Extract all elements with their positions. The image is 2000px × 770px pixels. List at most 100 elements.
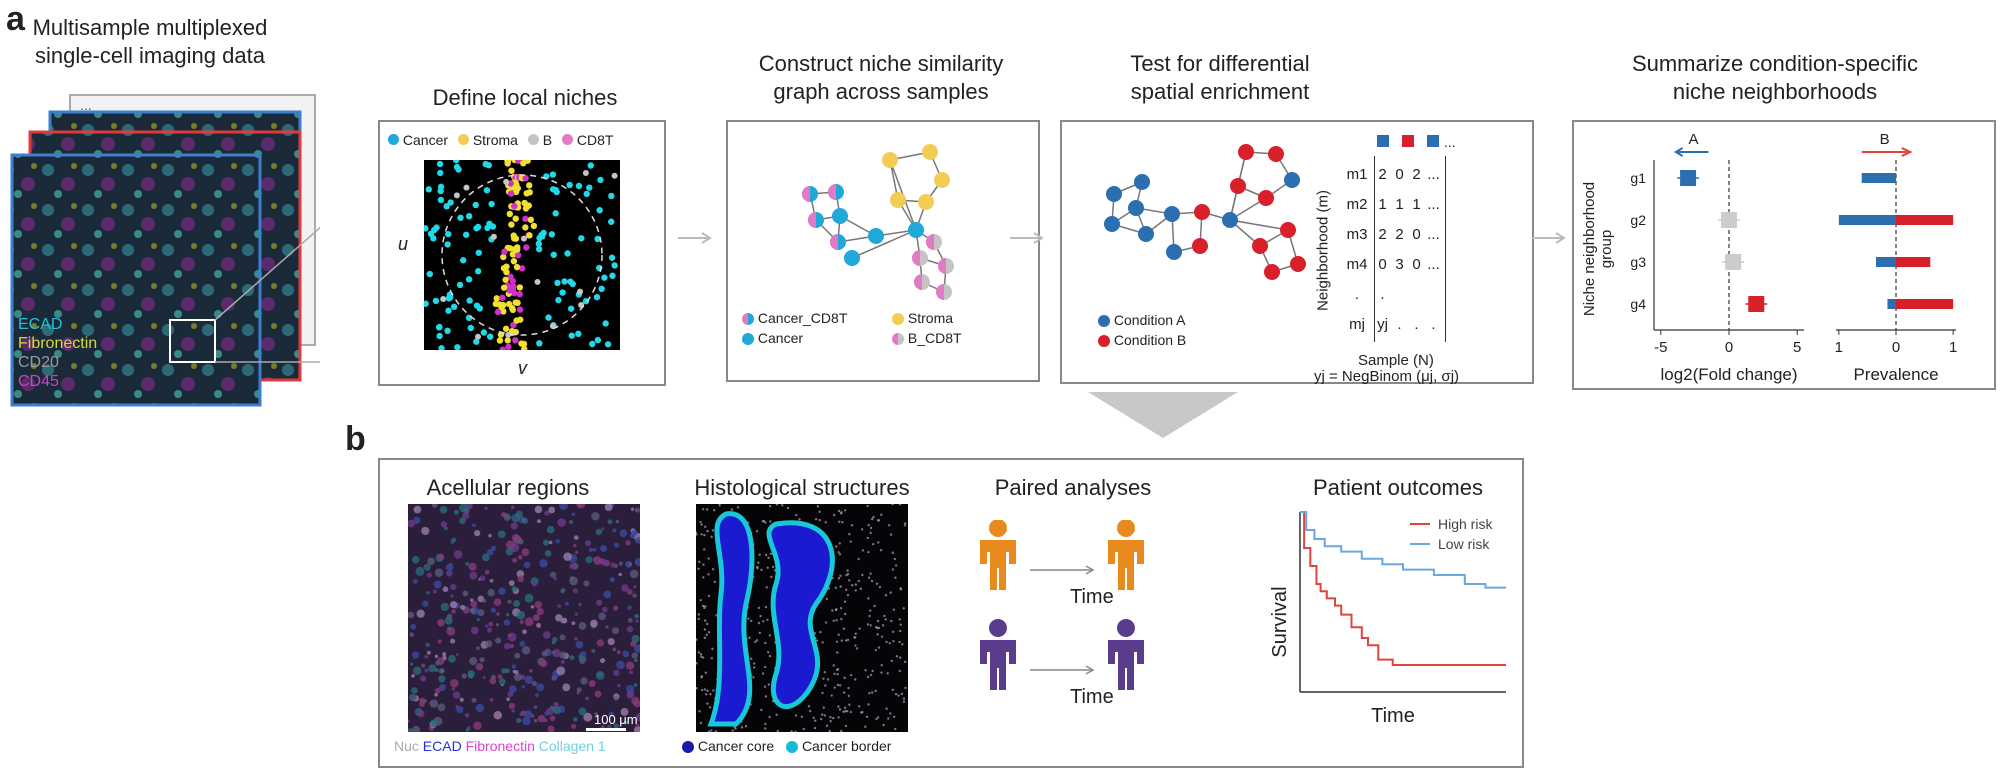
acell-cell [559, 504, 568, 510]
hist-cell [697, 613, 701, 616]
acell-cell [533, 718, 538, 723]
acell-cell [421, 526, 430, 536]
acell-cell [534, 505, 543, 514]
acell-cell [623, 720, 628, 725]
hist-cell [867, 576, 871, 579]
stroma-cell [506, 245, 514, 252]
step2-title-line1: Construct niche similarity [758, 51, 1004, 76]
hist-cell [828, 729, 831, 732]
acell-cell [574, 637, 578, 641]
cd8t-cell [494, 308, 502, 316]
acell-cell [571, 512, 576, 516]
hist-cell [752, 676, 755, 679]
legend-stroma: Stroma [472, 132, 518, 148]
hist-cell [843, 612, 847, 616]
matrix-cell: 1 [1395, 196, 1404, 213]
cancer-cell [487, 333, 494, 340]
acell-cell [629, 670, 633, 675]
hist-cell [854, 632, 857, 635]
acell-cell [440, 602, 450, 612]
cancer-cell [435, 324, 443, 331]
hist-cell [843, 600, 847, 603]
hist-cell [903, 660, 907, 664]
matrix-row: .. [1340, 280, 1444, 310]
legend-cd8t-dot [561, 134, 573, 145]
acell-cell [426, 650, 431, 655]
fc-point [1680, 170, 1697, 186]
acell-cell [449, 601, 458, 609]
hist-cell [837, 705, 840, 708]
acell-cell [417, 710, 425, 718]
stack-card-front [10, 153, 262, 407]
hist-cell [707, 631, 711, 634]
cancer-cell [485, 162, 492, 169]
hist-cell [775, 504, 779, 506]
hist-cell [867, 550, 870, 554]
acell-cell [444, 616, 453, 625]
matrix-cell: 0 [1412, 226, 1421, 243]
acell-cell [557, 518, 567, 527]
hist-cell [835, 640, 839, 643]
acell-cell [436, 657, 445, 666]
cancer-cell [535, 240, 543, 248]
survival-xlabel: Time [1371, 705, 1415, 727]
hist-cell [838, 520, 841, 524]
hist-cell [880, 671, 883, 674]
hist-cell [715, 614, 718, 617]
node-cancer [908, 222, 924, 238]
acell-cell [517, 538, 524, 545]
acell-cell [592, 547, 597, 552]
hist-cell [696, 662, 698, 665]
acell-cell [547, 725, 555, 732]
hist-cell [869, 526, 873, 530]
step3-title: Test for differential spatial enrichment [1070, 50, 1370, 106]
acell-cell [507, 691, 514, 698]
hist-cell [891, 688, 895, 692]
acell-cell [516, 717, 522, 724]
stroma-cell [514, 299, 521, 307]
hist-cell [794, 730, 797, 732]
hist-cell [867, 523, 870, 527]
hist-cell [857, 579, 861, 583]
acell-cell [524, 710, 533, 719]
acell-cell [471, 697, 477, 703]
cancer-cell [550, 251, 557, 258]
hist-cell [844, 588, 848, 592]
cd8t-cell [516, 306, 524, 313]
acell-cell [541, 650, 548, 657]
b-cell [520, 235, 527, 242]
cancer-cell [488, 200, 495, 208]
cancer-cell [426, 270, 433, 278]
time-arrow-bottom-head [1085, 665, 1095, 675]
hist-cell [829, 716, 832, 719]
stroma-cell [513, 317, 520, 324]
acell-cell [489, 697, 494, 702]
legend-condition-a: Condition A [1113, 312, 1186, 328]
acell-cell [625, 540, 631, 546]
node-condition-a [1134, 174, 1150, 190]
hist-cell [764, 553, 768, 557]
acell-cell [420, 675, 427, 682]
hist-cell [768, 654, 772, 658]
hist-cell [880, 635, 884, 638]
acell-cell [451, 609, 456, 614]
acell-cell [633, 699, 640, 708]
hist-cell [879, 549, 883, 552]
structure-legend: Cancer core Cancer border [682, 738, 891, 754]
step4-title-line2: niche neighborhoods [1672, 79, 1878, 104]
hist-cell [836, 672, 839, 676]
header-sample-1 [1377, 135, 1389, 147]
matrix-cell: ... [1427, 256, 1440, 273]
acell-cell [551, 640, 556, 645]
acell-cell [426, 572, 432, 578]
hist-cell [769, 520, 772, 523]
acell-cell [607, 637, 615, 646]
acell-cell [549, 705, 554, 710]
hist-cell [866, 536, 869, 540]
acell-cell [473, 721, 482, 731]
hist-cell [872, 515, 875, 519]
hist-cell [749, 619, 753, 623]
hist-cell [706, 529, 709, 533]
